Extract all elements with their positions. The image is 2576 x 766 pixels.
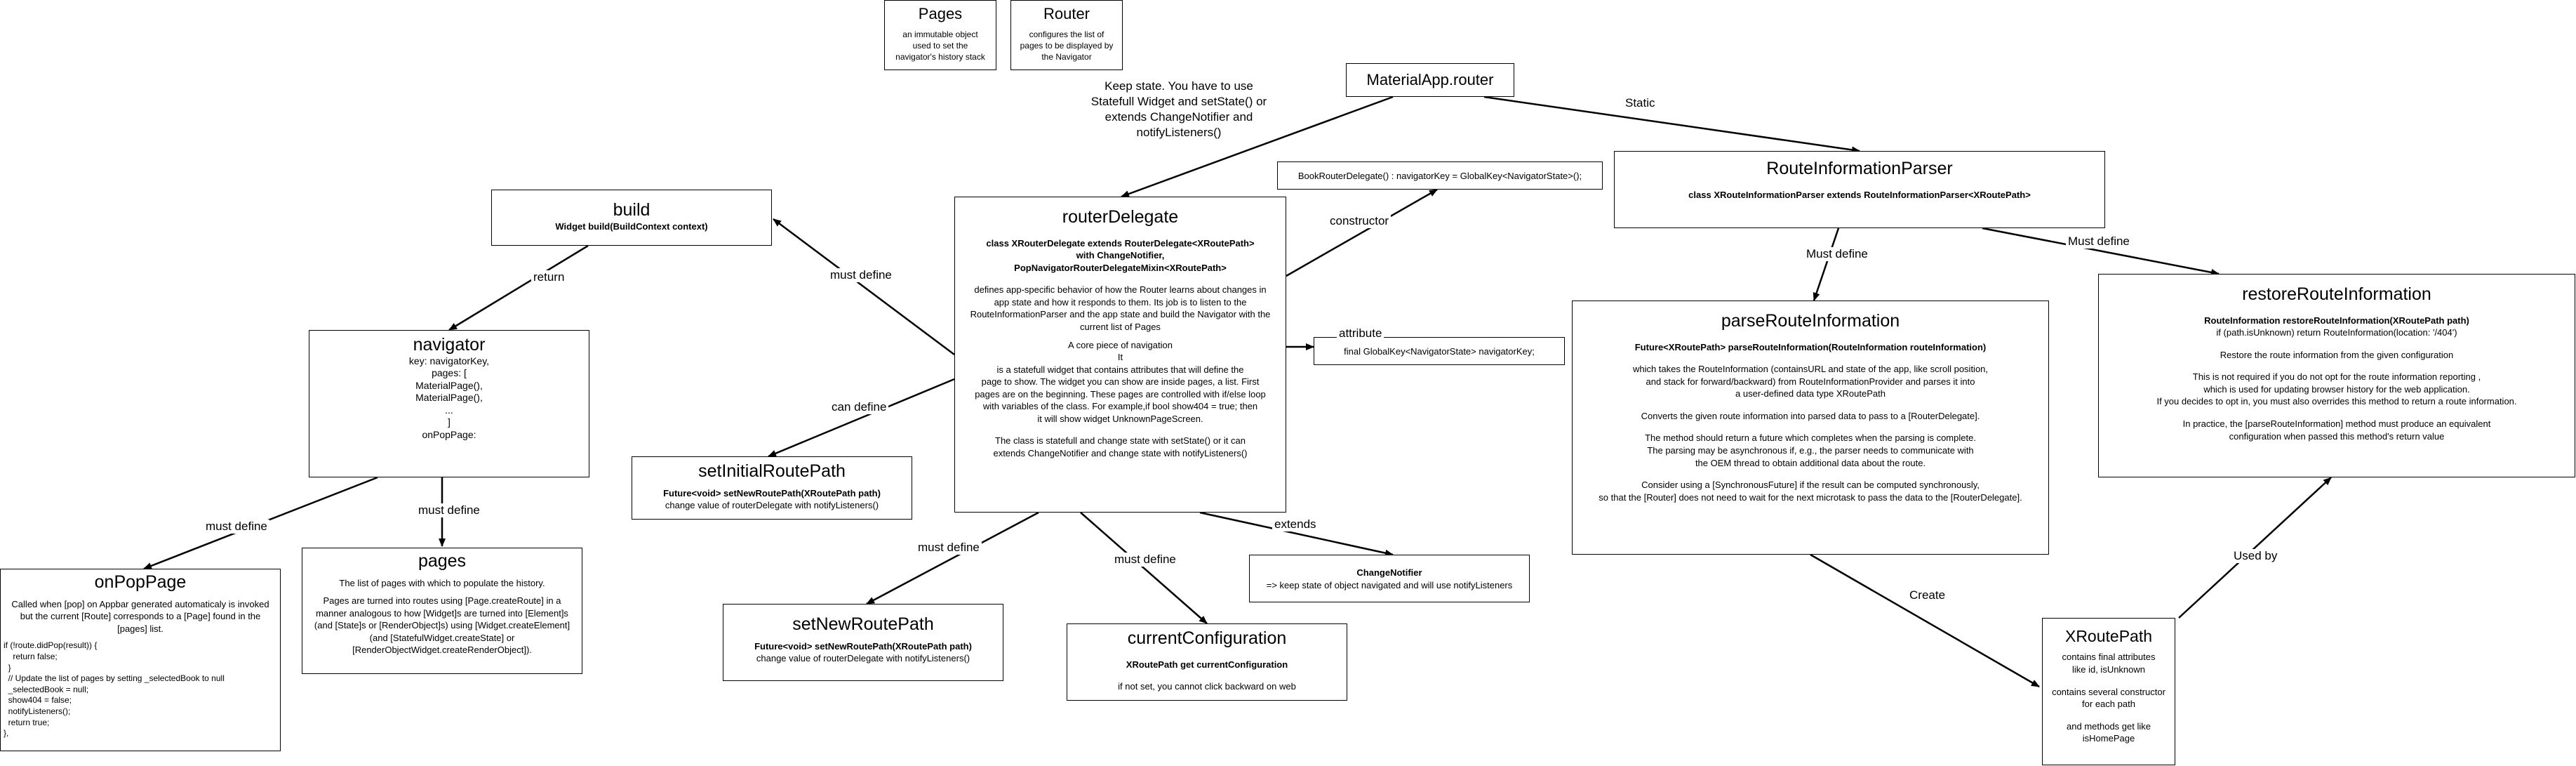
- restore-route-information-title: restoreRouteInformation: [2242, 284, 2431, 304]
- current-configuration-title: currentConfiguration: [1127, 628, 1287, 648]
- route-information-parser-signature: class XRouteInformationParser extends Ro…: [1688, 189, 2031, 200]
- set-initial-route-path-text: change value of routerDelegate with noti…: [665, 500, 879, 511]
- xroute-path-constructors: contains several constructor for each pa…: [2052, 686, 2165, 710]
- edge-label-return: return: [531, 270, 567, 284]
- current-configuration-signature: XRoutePath get currentConfiguration: [1126, 659, 1288, 670]
- router-delegate-title: routerDelegate: [1062, 207, 1179, 227]
- edge-parse-to-xroutepath: [1810, 553, 2040, 688]
- restore-route-information-code: if (path.isUnknown) return RouteInformat…: [2216, 327, 2457, 338]
- pages-definition-box: Pages an immutable object used to set th…: [884, 0, 996, 70]
- xroute-path-attributes: contains final attributes like id, isUnk…: [2062, 652, 2156, 675]
- edge-label-must-define-pages: must define: [416, 503, 482, 517]
- on-pop-page-title: onPopPage: [94, 572, 187, 592]
- build-title: build: [613, 200, 650, 220]
- edge-delegate-to-constructor: [1286, 188, 1438, 277]
- change-notifier-box: ChangeNotifier => keep state of object n…: [1249, 555, 1530, 602]
- navigator-key-attribute-box: final GlobalKey<NavigatorState> navigato…: [1314, 337, 1565, 365]
- parse-route-information-title: parseRouteInformation: [1721, 311, 1900, 331]
- edge-label-used-by: Used by: [2231, 549, 2280, 563]
- edge-app-to-parser: [1483, 95, 1860, 154]
- restore-route-information-practice-note: In practice, the [parseRouteInformation]…: [2182, 418, 2491, 442]
- edge-label-attribute: attribute: [1337, 326, 1384, 341]
- edge-delegate-to-current: [1080, 512, 1208, 624]
- router-delegate-state-note: The class is statefull and change state …: [993, 435, 1248, 458]
- pages-title: pages: [418, 551, 467, 571]
- edge-build-to-navigator: [448, 244, 589, 331]
- edge-label-must-define-current: must define: [1112, 553, 1178, 567]
- edge-label-must-define-set-new: must define: [916, 541, 982, 555]
- edge-app-to-delegate: [1121, 95, 1394, 198]
- pages-box: pages The list of pages with which to po…: [302, 548, 582, 674]
- edge-xroutepath-to-restore: [2178, 477, 2332, 619]
- edge-label-create: Create: [1907, 588, 1948, 602]
- navigator-box: navigator key: navigatorKey, pages: [ Ma…: [309, 330, 589, 477]
- set-new-route-path-box: setNewRoutePath Future<void> setNewRoute…: [723, 604, 1003, 681]
- navigator-properties: key: navigatorKey, pages: [ MaterialPage…: [408, 355, 490, 440]
- set-initial-route-path-box: setInitialRoutePath Future<void> setNewR…: [632, 456, 912, 520]
- restore-route-information-box: restoreRouteInformation RouteInformation…: [2098, 274, 2575, 477]
- restore-route-information-signature: RouteInformation restoreRouteInformation…: [2204, 315, 2469, 326]
- pages-definition-title: Pages: [918, 5, 963, 22]
- edge-label-can-define: can define: [829, 400, 889, 414]
- material-app-router-box: MaterialApp.router: [1346, 63, 1514, 97]
- parse-route-information-signature: Future<XRoutePath> parseRouteInformation…: [1634, 341, 1987, 352]
- navigator-title: navigator: [413, 335, 486, 355]
- on-pop-page-description: Called when [pop] on Appbar generated au…: [11, 598, 269, 634]
- set-initial-route-path-title: setInitialRoutePath: [698, 461, 846, 481]
- build-box: build Widget build(BuildContext context): [491, 190, 772, 246]
- on-pop-page-code: if (!route.didPop(result)) { return fals…: [4, 640, 225, 739]
- route-information-parser-title: RouteInformationParser: [1766, 159, 1953, 178]
- edge-label-must-define-restore: Must define: [2066, 235, 2132, 249]
- parse-route-information-description: which takes the RouteInformation (contai…: [1632, 364, 1989, 399]
- edge-delegate-to-change-notifier: [1199, 511, 1394, 557]
- parse-route-information-box: parseRouteInformation Future<XRoutePath>…: [1572, 301, 2049, 555]
- change-notifier-text: => keep state of object navigated and wi…: [1266, 579, 1513, 590]
- restore-route-information-summary: Restore the route information from the g…: [2220, 349, 2454, 360]
- set-new-route-path-text: change value of routerDelegate with noti…: [756, 653, 970, 664]
- edge-label-must-define-on-pop: must define: [203, 520, 269, 534]
- edge-parser-to-parse: [1813, 227, 1840, 301]
- edge-delegate-to-set-new: [866, 511, 1039, 605]
- edge-label-static: Static: [1623, 96, 1657, 110]
- restore-route-information-opt-in-note: This is not required if you do not opt f…: [2156, 371, 2517, 407]
- build-signature: Widget build(BuildContext context): [555, 220, 708, 232]
- material-app-router-title: MaterialApp.router: [1366, 71, 1494, 88]
- router-delegate-core-note: A core piece of navigation It is a state…: [975, 339, 1266, 424]
- router-definition-title: Router: [1043, 5, 1090, 22]
- edge-delegate-to-build: [773, 218, 955, 356]
- edge-parser-to-restore: [1982, 227, 2220, 276]
- change-notifier-title: ChangeNotifier: [1356, 567, 1422, 578]
- parse-route-information-async-note: The method should return a future which …: [1645, 432, 1976, 468]
- router-delegate-box: routerDelegate class XRouterDelegate ext…: [954, 197, 1286, 513]
- navigator-key-attribute-text: final GlobalKey<NavigatorState> navigato…: [1344, 346, 1535, 357]
- pages-description: The list of pages with which to populate…: [339, 577, 545, 588]
- router-delegate-signature: class XRouterDelegate extends RouterDele…: [986, 237, 1255, 273]
- set-initial-route-path-signature: Future<void> setNewRoutePath(XRoutePath …: [663, 487, 881, 498]
- xroute-path-title: XRoutePath: [2064, 627, 2153, 645]
- parse-route-information-purpose: Converts the given route information int…: [1641, 410, 1980, 421]
- set-new-route-path-title: setNewRoutePath: [792, 614, 934, 634]
- route-information-parser-box: RouteInformationParser class XRouteInfor…: [1614, 151, 2105, 228]
- xroute-path-box: XRoutePath contains final attributes lik…: [2042, 618, 2175, 765]
- set-new-route-path-signature: Future<void> setNewRoutePath(XRoutePath …: [754, 640, 972, 652]
- book-router-constructor-text: BookRouterDelegate() : navigatorKey = Gl…: [1297, 171, 1582, 181]
- keep-state-note: Keep state. You have to use Statefull Wi…: [1090, 79, 1267, 140]
- xroute-path-methods: and methods get like isHomePage: [2067, 720, 2151, 744]
- book-router-constructor-box: BookRouterDelegate() : navigatorKey = Gl…: [1277, 161, 1603, 190]
- edge-label-must-define-build: must define: [828, 268, 894, 282]
- pages-route-note: Pages are turned into routes using [Page…: [314, 595, 570, 656]
- edge-label-constructor: constructor: [1328, 214, 1392, 228]
- router-definition-text: configures the list of pages to be displ…: [1020, 29, 1114, 62]
- parse-route-information-sync-note: Consider using a [SynchronousFuture] if …: [1599, 480, 2022, 503]
- pages-definition-text: an immutable object used to set the navi…: [895, 29, 985, 62]
- current-configuration-box: currentConfiguration XRoutePath get curr…: [1067, 623, 1347, 701]
- current-configuration-text: if not set, you cannot click backward on…: [1118, 681, 1296, 692]
- router-definition-box: Router configures the list of pages to b…: [1010, 0, 1123, 70]
- router-delegate-description: defines app-specific behavior of how the…: [970, 284, 1271, 333]
- on-pop-page-box: onPopPage Called when [pop] on Appbar ge…: [0, 569, 281, 751]
- edge-label-extends: extends: [1272, 517, 1319, 531]
- edge-delegate-to-set-initial: [768, 378, 955, 458]
- edge-label-must-define-parse: Must define: [1804, 247, 1870, 261]
